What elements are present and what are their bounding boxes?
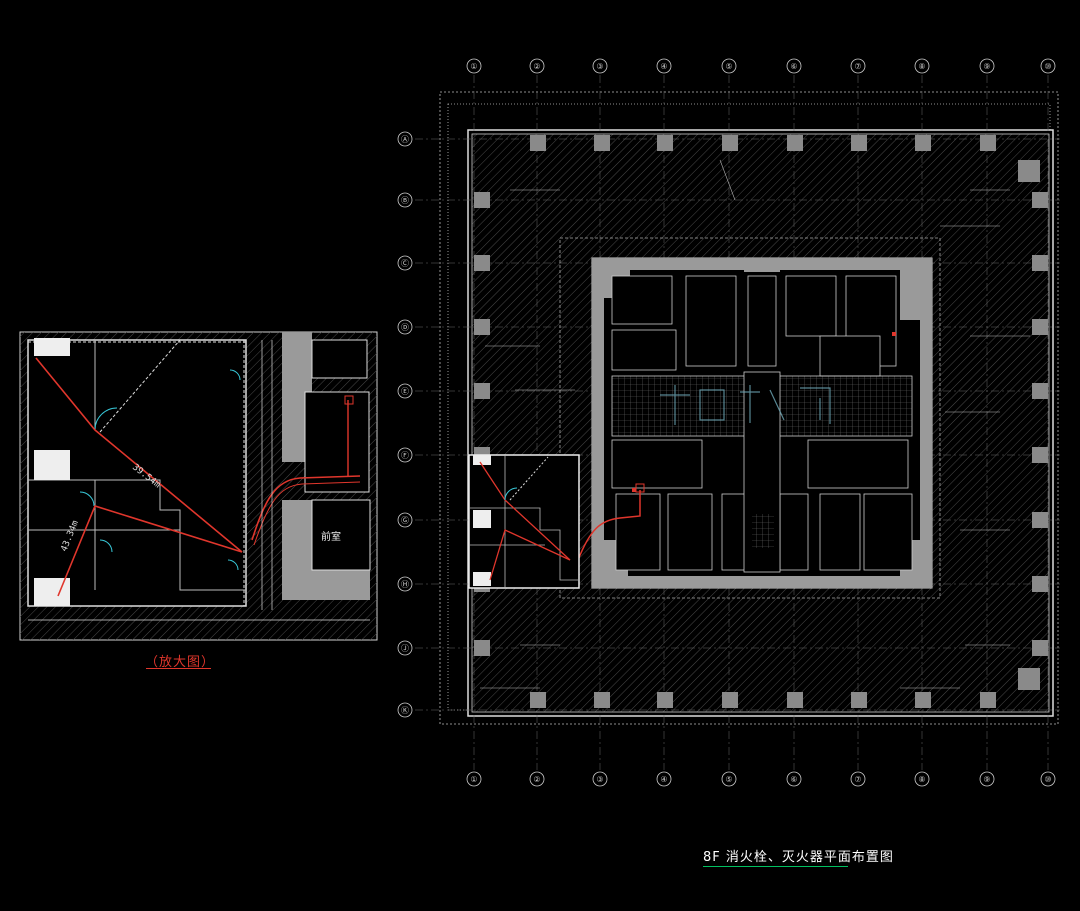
grid-axis-label: ⑥	[790, 775, 797, 784]
grid-axis-label: Ⓙ	[401, 644, 409, 653]
grid-axis-label: Ⓔ	[401, 387, 409, 396]
grid-axis-label: ③	[596, 775, 603, 784]
plan-title-underline	[703, 866, 848, 867]
room-label: 前室	[321, 530, 341, 543]
floor-plan	[415, 75, 1060, 770]
grid-axis-label: ⑦	[854, 62, 861, 71]
grid-axis-label: Ⓓ	[401, 323, 409, 332]
grid-axis-label: ③	[596, 62, 603, 71]
enlarged-view-caption: （放大图）	[145, 655, 216, 670]
enlarged-view	[19, 331, 378, 641]
grid-axis-label: ⑥	[790, 62, 797, 71]
grid-axis-label: ⑨	[983, 775, 990, 784]
grid-axis-label: Ⓒ	[401, 259, 409, 268]
grid-axis-label: ⑨	[983, 62, 990, 71]
grid-axis-label: Ⓗ	[401, 580, 409, 589]
plan-title: 8F 消火栓、灭火器平面布置图	[703, 850, 894, 865]
grid-axis-label: ⑤	[725, 62, 732, 71]
grid-axis-label: Ⓐ	[401, 135, 409, 144]
grid-axis-label: Ⓑ	[401, 196, 409, 205]
grid-axis-label: Ⓕ	[401, 451, 409, 460]
grid-axis-label: ⑦	[854, 775, 861, 784]
grid-axis-label: ⑩	[1044, 62, 1051, 71]
grid-axis-label: ⑧	[918, 62, 925, 71]
grid-axis-label: Ⓖ	[401, 516, 409, 525]
grid-bubbles-top	[397, 58, 1056, 787]
grid-axis-label: ⑧	[918, 775, 925, 784]
grid-axis-label: ⑩	[1044, 775, 1051, 784]
grid-axis-label: Ⓚ	[401, 706, 409, 715]
grid-axis-label: ⑤	[725, 775, 732, 784]
grid-axis-label: ①	[470, 775, 477, 784]
grid-axis-label: ④	[660, 62, 667, 71]
grid-axis-label: ②	[533, 62, 540, 71]
grid-axis-label: ①	[470, 62, 477, 71]
caption-underline	[146, 668, 211, 669]
grid-axis-label: ④	[660, 775, 667, 784]
grid-axis-label: ②	[533, 775, 540, 784]
